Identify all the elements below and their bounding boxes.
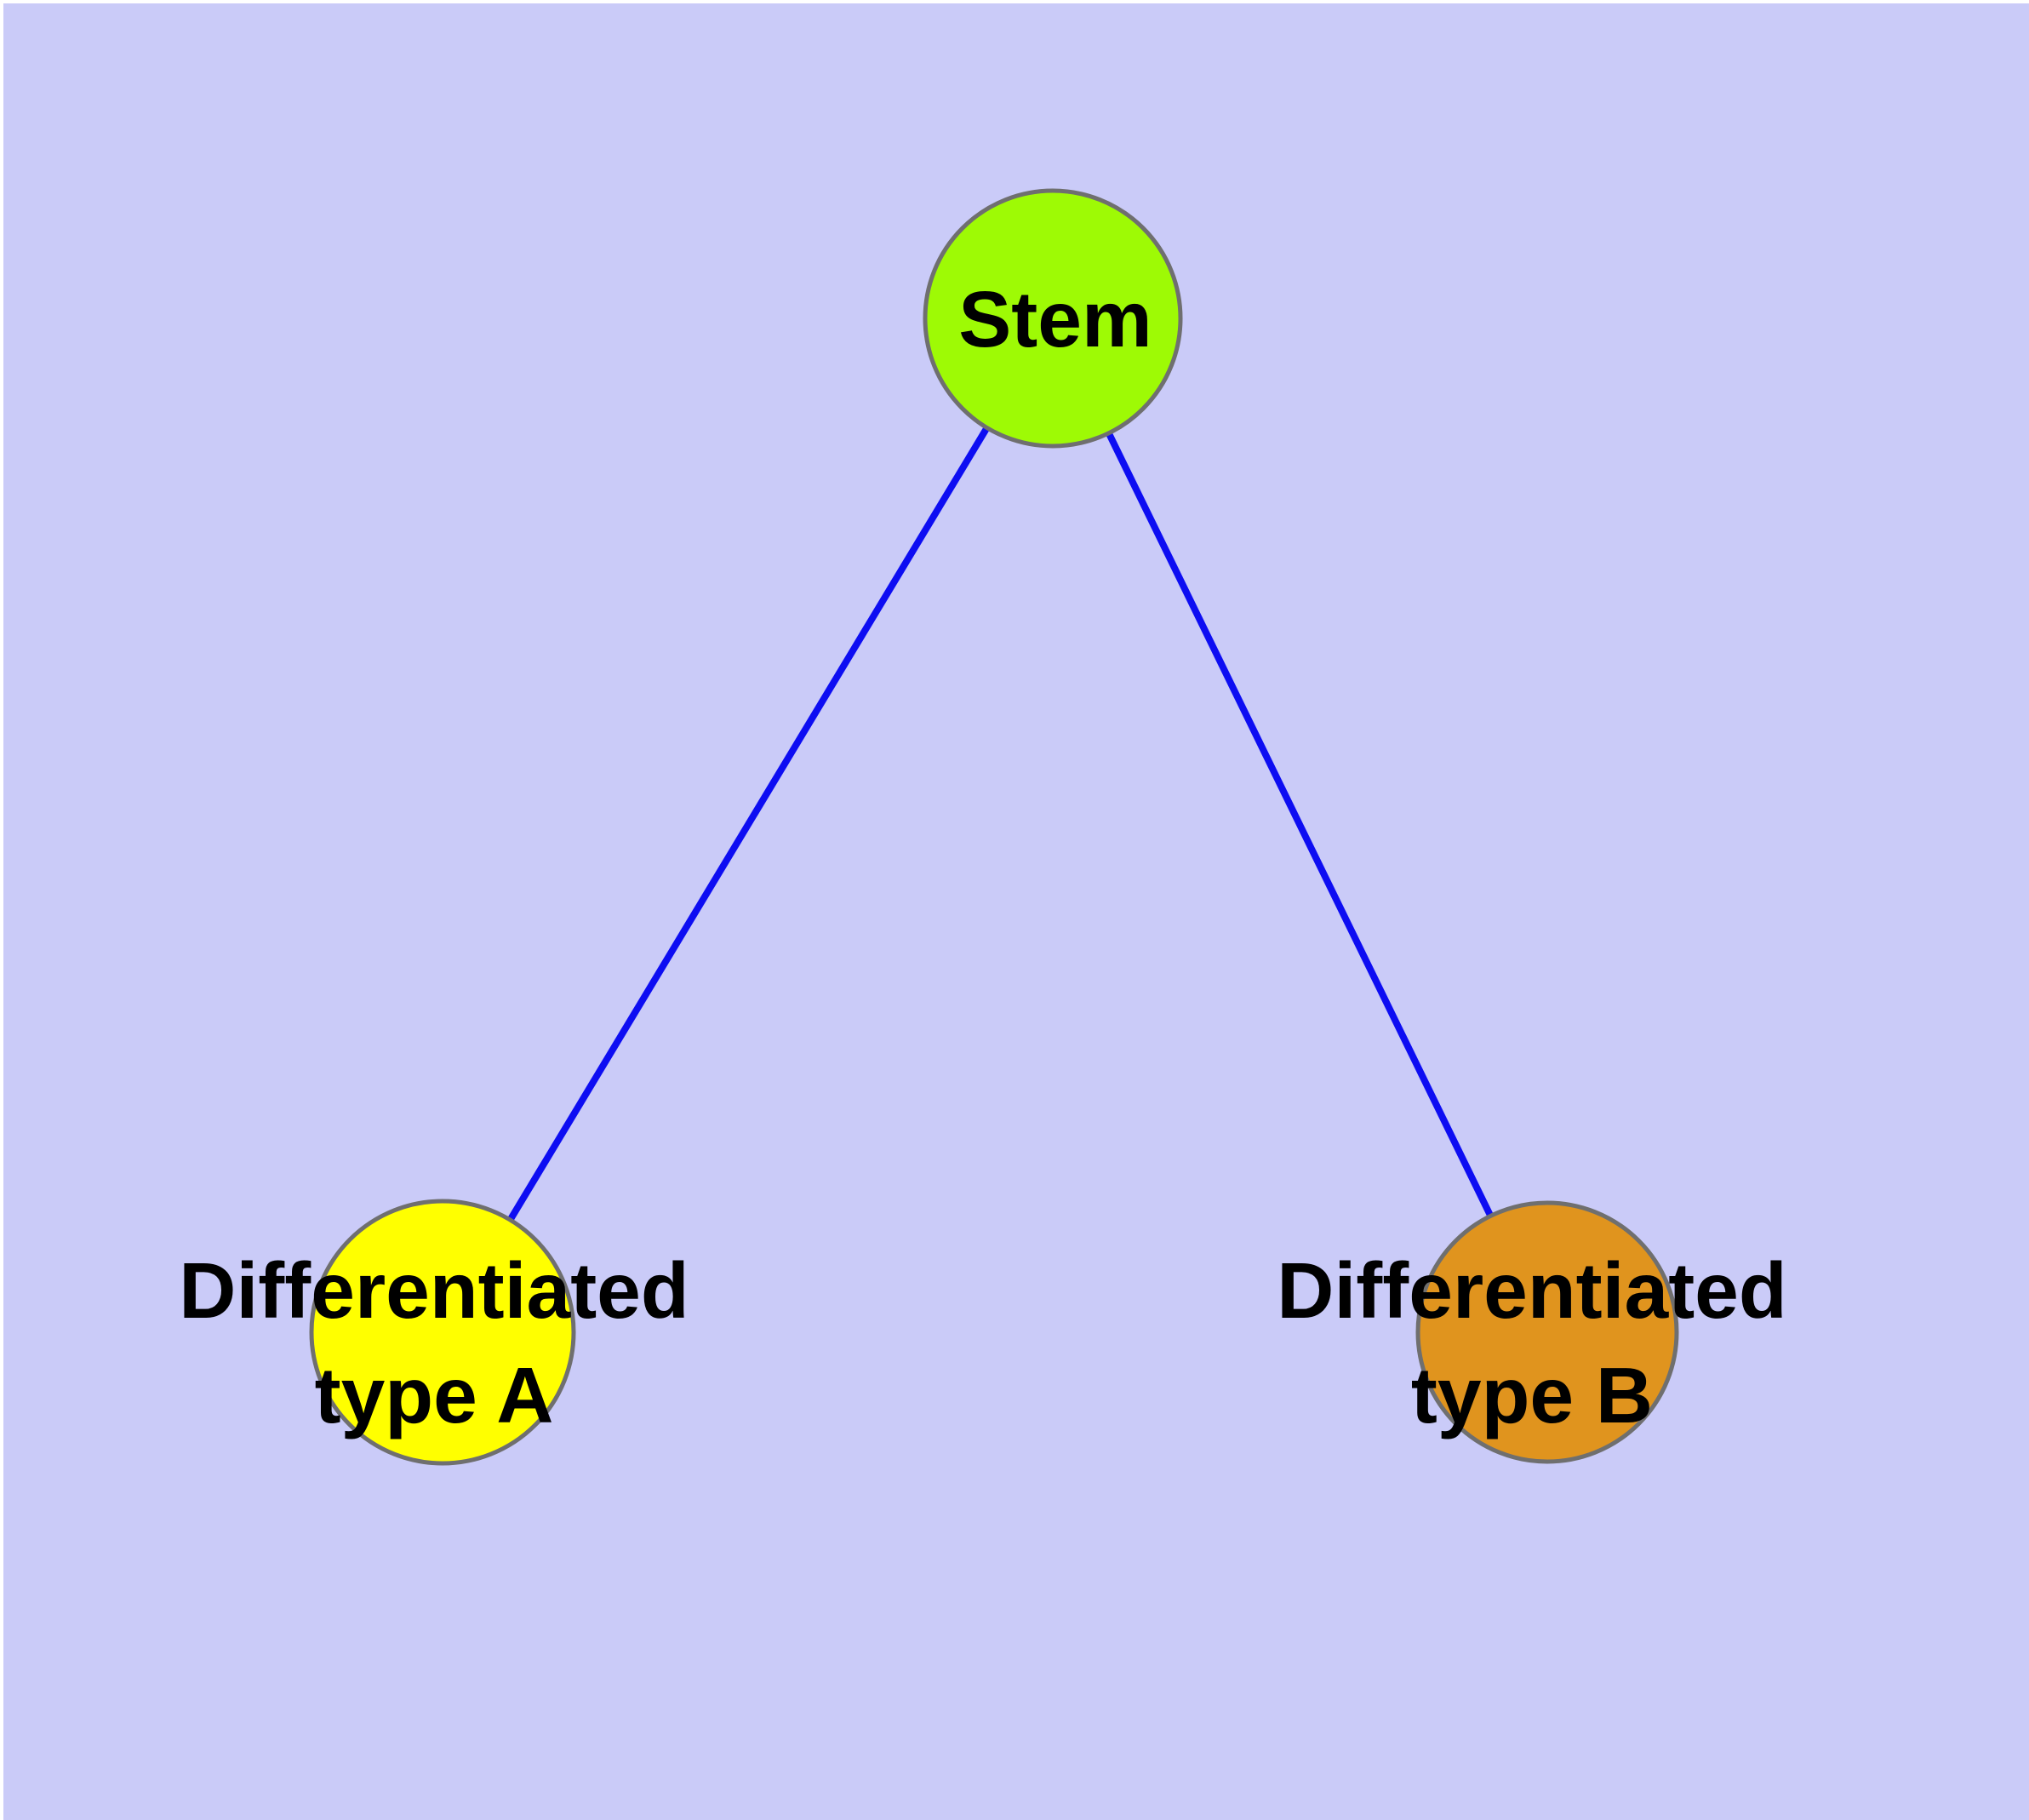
node-differentiated-type-a: [309, 1199, 576, 1466]
edge-group: [439, 316, 1551, 1335]
node-differentiated-type-b: [1415, 1200, 1679, 1464]
node-type-b-label-line1: Differentiated: [1277, 1246, 1786, 1335]
node-type-a-label-line1: Differentiated: [179, 1246, 689, 1335]
node-type-b-label-line2: type B: [1411, 1351, 1653, 1439]
edge-stem-to-type-b: [1049, 317, 1551, 1334]
node-type-a-label-line2: type A: [315, 1351, 554, 1439]
node-group: [309, 188, 1679, 1466]
edge-stem-to-type-a: [439, 316, 1056, 1335]
node-stem-label: Stem: [958, 275, 1152, 363]
label-group: Stem Differentiated type A Differentiate…: [179, 275, 1786, 1439]
node-stem: [923, 188, 1183, 449]
